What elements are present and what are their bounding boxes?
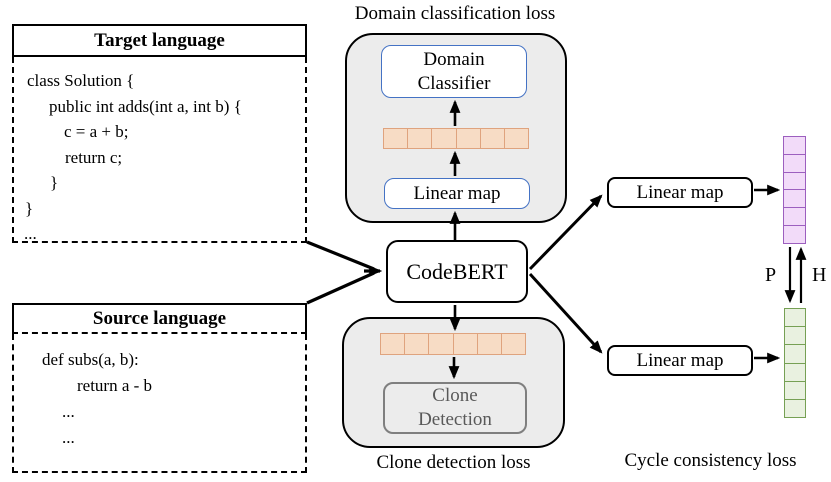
target-language-code-panel: class Solution { public int adds(int a, … (12, 57, 307, 243)
vector-segment (784, 137, 805, 154)
target-language-header: Target language (12, 24, 307, 57)
vector-segment (785, 344, 805, 362)
domain-classifier-box: Domain Classifier (381, 45, 527, 98)
source-language-code-panel: def subs(a, b): return a - b ... ... (12, 334, 307, 473)
code-line: return c; (65, 147, 123, 167)
linear-map-right-top-label: Linear map (636, 181, 724, 203)
code-line: ... (24, 224, 37, 243)
embedding-vector-domain (383, 128, 529, 149)
domain-classifier-label-line1: Domain (423, 48, 485, 70)
code-line: public int adds(int a, int b) { (49, 96, 242, 116)
code-line: ... (62, 428, 75, 447)
vector-segment (431, 129, 455, 148)
vector-segment (784, 153, 805, 172)
arrow-target-to-codebert (306, 240, 375, 271)
vector-segment (784, 189, 805, 207)
code-line: ... (62, 402, 75, 421)
source-language-header: Source language (12, 303, 307, 334)
clone-detection-label-line1: Clone (432, 385, 478, 406)
embedding-vector-clone (380, 333, 526, 355)
vector-segment (500, 334, 525, 354)
target-language-title: Target language (94, 29, 225, 51)
vector-segment (785, 380, 805, 399)
vector-segment (404, 334, 428, 354)
vector-segment (407, 129, 431, 148)
vector-segment (784, 207, 805, 225)
clone-detection-box: Clone Detection (383, 382, 527, 434)
arrow-source-to-codebert (306, 271, 375, 305)
vector-segment (476, 334, 501, 354)
code-line: class Solution { (27, 71, 135, 90)
vector-segment (785, 326, 805, 344)
codebert-label: CodeBERT (406, 258, 508, 284)
vector-segment (381, 334, 404, 354)
vector-purple (783, 136, 806, 244)
code-line: } (25, 198, 34, 218)
domain-classification-loss-label: Domain classification loss (354, 3, 556, 24)
vector-green (784, 308, 806, 418)
clone-detection-label-line2: Detection (418, 409, 492, 430)
linear-map-right-top-box: Linear map (607, 177, 753, 208)
clone-detection-loss-label: Clone detection loss (376, 452, 531, 473)
code-line: def subs(a, b): (42, 350, 139, 369)
code-line: return a - b (77, 376, 153, 395)
vector-segment (428, 334, 452, 354)
vector-segment (785, 362, 805, 381)
code-line: } (50, 173, 59, 192)
p-mapping-label: P (765, 264, 777, 286)
vector-segment (452, 334, 477, 354)
h-mapping-label: H (812, 264, 827, 286)
linear-map-right-bottom-label: Linear map (636, 349, 724, 371)
vector-segment (784, 225, 805, 243)
cycle-consistency-loss-label: Cycle consistency loss (624, 450, 797, 471)
codebert-box: CodeBERT (386, 240, 528, 303)
vector-segment (384, 129, 407, 148)
vector-segment (784, 171, 805, 190)
linear-map-right-bottom-box: Linear map (607, 345, 753, 376)
vector-segment (785, 398, 805, 417)
vector-segment (785, 309, 805, 326)
vector-segment (479, 129, 504, 148)
source-language-title: Source language (92, 307, 227, 329)
code-line: c = a + b; (64, 122, 129, 141)
linear-map-domain-box: Linear map (384, 178, 530, 209)
linear-map-domain-label: Linear map (413, 182, 501, 204)
vector-segment (503, 129, 528, 148)
vector-segment (455, 129, 480, 148)
domain-classifier-label-line2: Classifier (417, 72, 491, 94)
